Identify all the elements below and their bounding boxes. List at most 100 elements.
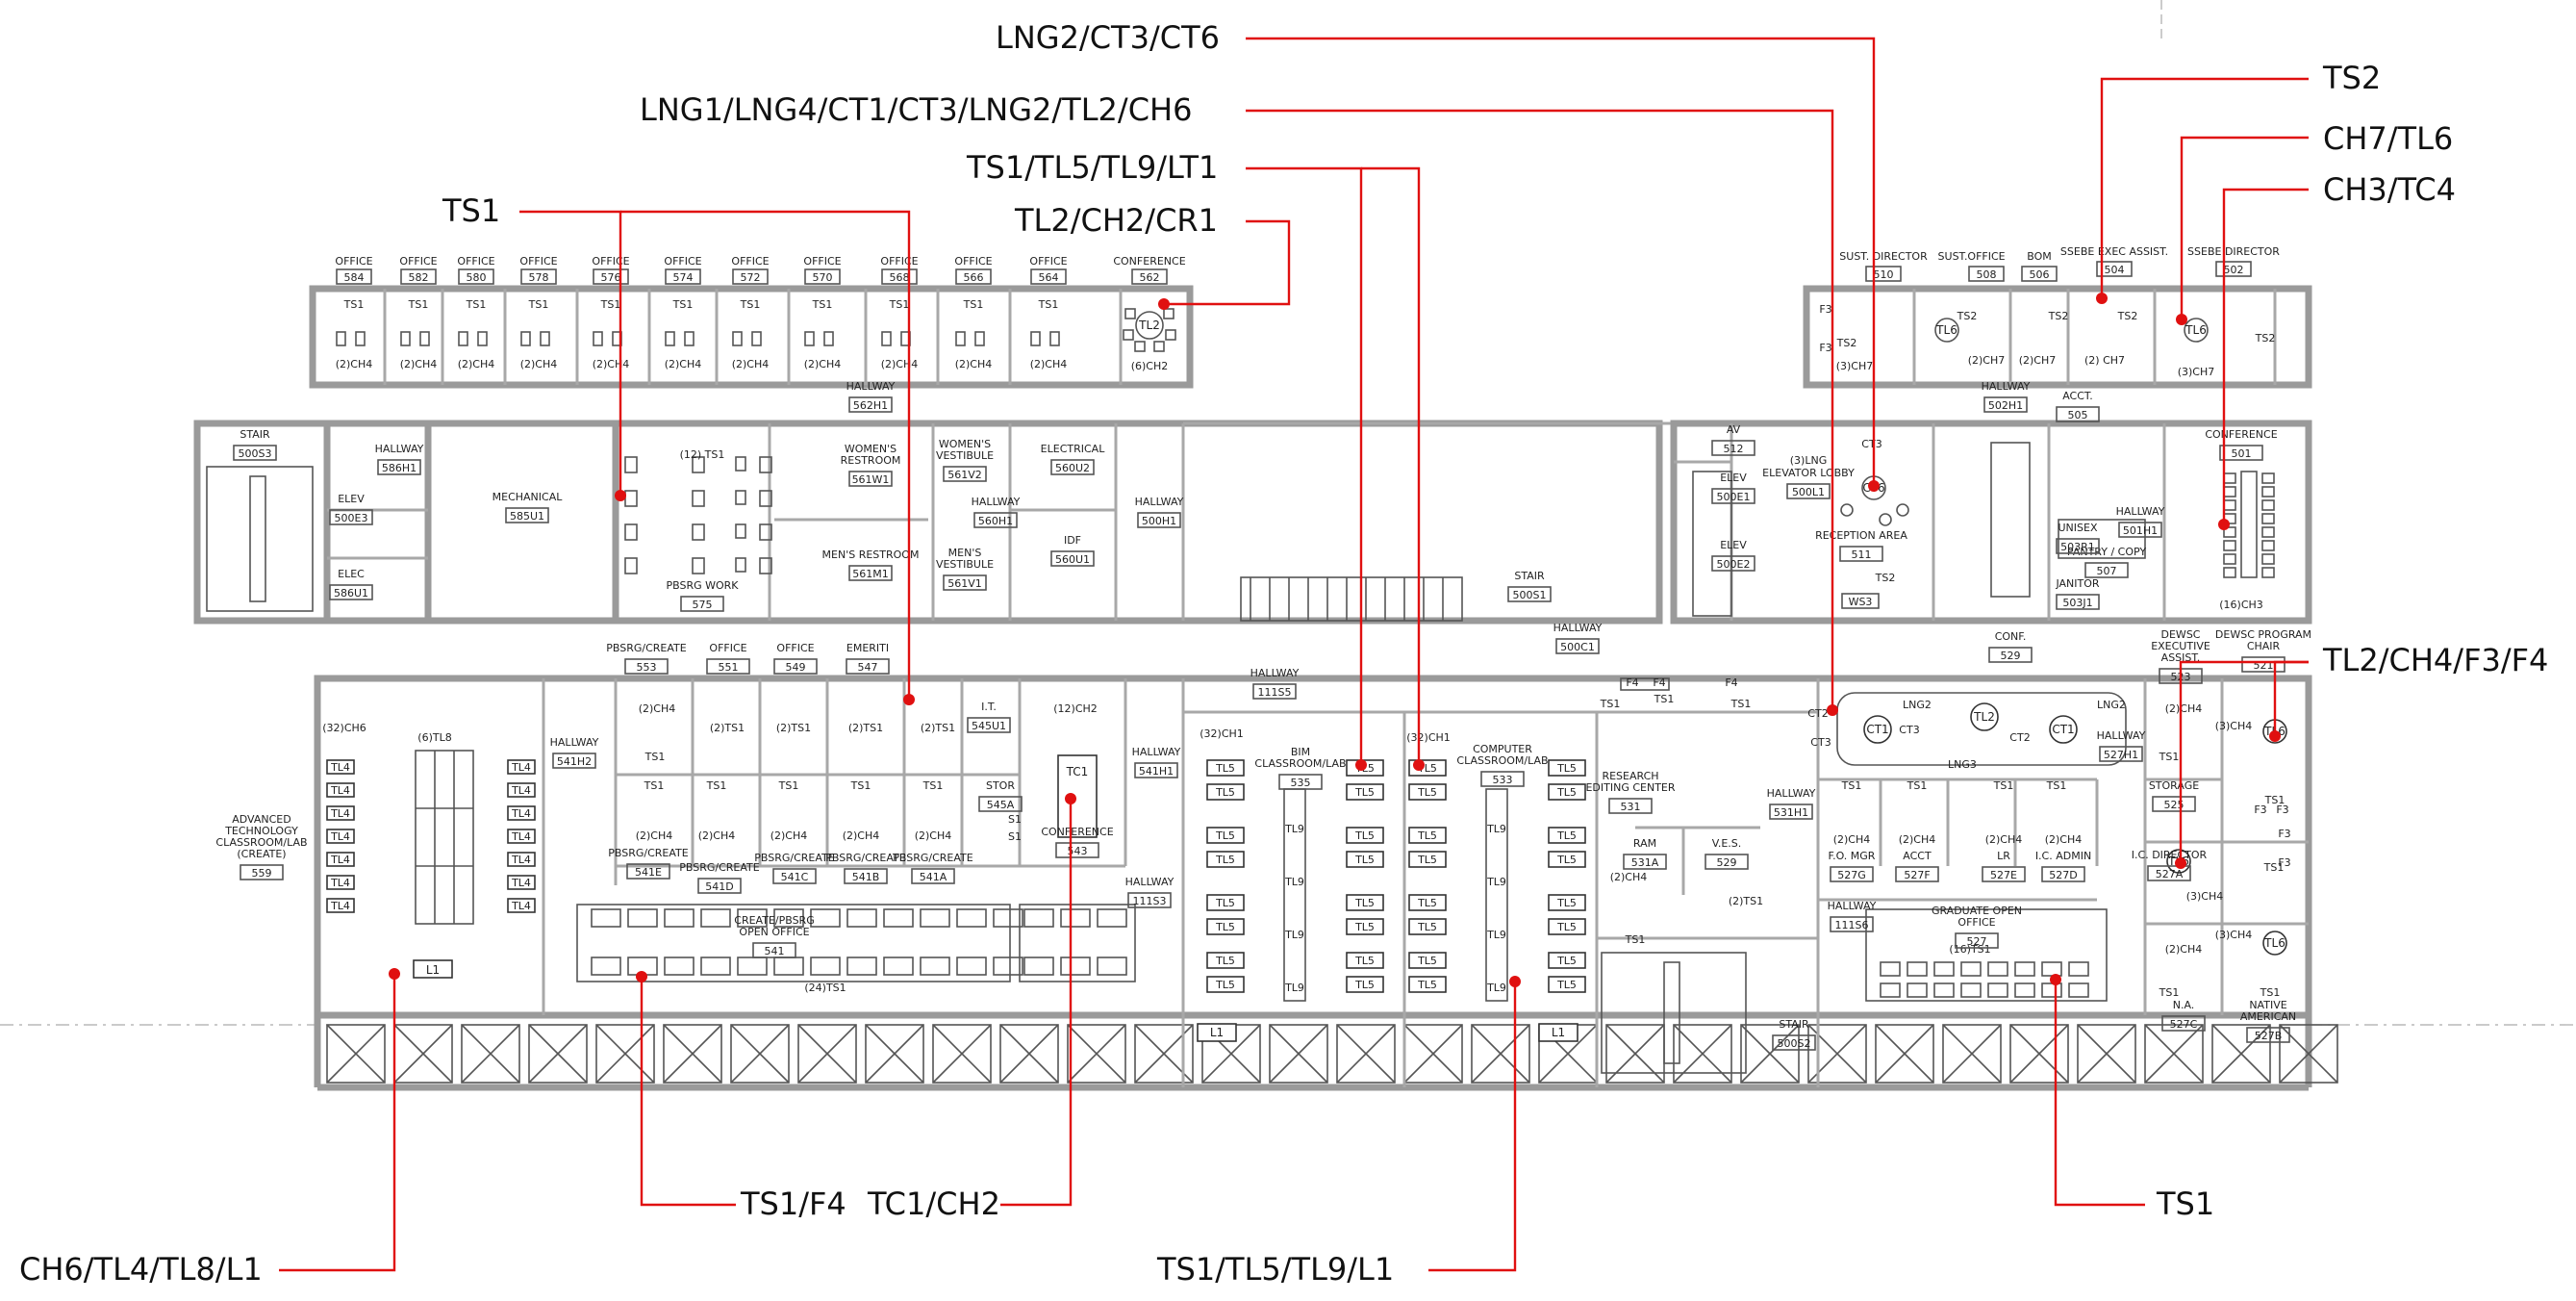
svg-text:(6)CH2: (6)CH2 bbox=[1131, 360, 1169, 372]
svg-text:(2)CH4: (2)CH4 bbox=[1985, 833, 2023, 846]
svg-text:(2) CH7: (2) CH7 bbox=[2084, 354, 2125, 367]
room-number: 545A bbox=[987, 799, 1015, 811]
svg-text:(2)TS1: (2)TS1 bbox=[1729, 895, 1763, 907]
right-office-strip: TL6 TL6 (3)CH7 (2)CH7 (2)CH7 (2) CH7 (3)… bbox=[1803, 285, 2312, 389]
office-number: 510 bbox=[1874, 268, 1894, 281]
room-name-label: CLASSROOM/LAB bbox=[215, 836, 307, 849]
svg-text:TL4: TL4 bbox=[330, 900, 350, 912]
svg-text:TL4: TL4 bbox=[511, 761, 531, 774]
svg-text:WS3: WS3 bbox=[1849, 596, 1873, 608]
svg-text:TL5: TL5 bbox=[1417, 829, 1437, 842]
svg-text:TL5: TL5 bbox=[1215, 897, 1235, 909]
svg-text:TS2: TS2 bbox=[1957, 310, 1978, 322]
svg-text:(2)CH4: (2)CH4 bbox=[2045, 833, 2083, 846]
svg-text:TL4: TL4 bbox=[511, 807, 531, 820]
office-name-label: OFFICE bbox=[592, 255, 629, 268]
svg-text:TL9: TL9 bbox=[1486, 982, 1506, 994]
svg-text:TL5: TL5 bbox=[1417, 786, 1437, 799]
svg-text:L1: L1 bbox=[1210, 1026, 1224, 1039]
room-name-label: DEWSC bbox=[2161, 628, 2201, 641]
svg-text:TL4: TL4 bbox=[330, 807, 350, 820]
svg-text:(16)CH3: (16)CH3 bbox=[2219, 599, 2263, 611]
room-name-label: CLASSROOM/LAB bbox=[1254, 757, 1346, 770]
room-name-label: HALLWAY bbox=[2097, 729, 2146, 742]
room-number: 535 bbox=[1291, 777, 1311, 789]
office-name-label: OFFICE bbox=[954, 255, 992, 268]
room-name-label: WOMEN'S bbox=[845, 443, 897, 455]
svg-text:LNG2: LNG2 bbox=[1903, 699, 1932, 711]
svg-text:TL4: TL4 bbox=[511, 830, 531, 843]
svg-text:TL5: TL5 bbox=[1215, 762, 1235, 775]
room-name-label: STAIR bbox=[240, 428, 270, 441]
svg-text:TL2: TL2 bbox=[1138, 319, 1160, 332]
svg-text:TL5: TL5 bbox=[1417, 854, 1437, 866]
svg-text:TL5: TL5 bbox=[1417, 921, 1437, 933]
svg-text:(3)CH7: (3)CH7 bbox=[1836, 360, 1874, 372]
room-name-label: N.A. bbox=[2173, 999, 2195, 1011]
room-number: 561V2 bbox=[947, 469, 982, 481]
svg-text:TL4: TL4 bbox=[511, 784, 531, 797]
office-number: 504 bbox=[2105, 264, 2125, 276]
svg-text:TL5: TL5 bbox=[1354, 786, 1375, 799]
svg-text:TL5: TL5 bbox=[1354, 829, 1375, 842]
room-name-label: STAIR bbox=[1779, 1018, 1809, 1031]
svg-text:TL9: TL9 bbox=[1486, 929, 1506, 941]
office-name-label: OFFICE bbox=[457, 255, 494, 268]
svg-text:TL5: TL5 bbox=[1556, 829, 1577, 842]
svg-text:CT2: CT2 bbox=[1807, 707, 1828, 720]
room-name-label: VESTIBULE bbox=[936, 558, 994, 571]
svg-text:TL5: TL5 bbox=[1354, 979, 1375, 991]
svg-text:TS2: TS2 bbox=[2255, 332, 2276, 344]
office-name-label: SSEBE EXEC ASSIST. bbox=[2060, 245, 2168, 258]
room-number: 531 bbox=[1621, 801, 1641, 813]
svg-text:F4: F4 bbox=[1725, 676, 1737, 689]
room-name-label: ELEV bbox=[1720, 539, 1747, 551]
svg-text:TS2: TS2 bbox=[2117, 310, 2138, 322]
svg-text:TS1: TS1 bbox=[922, 779, 944, 792]
room-number: 527B bbox=[2255, 1030, 2283, 1042]
svg-text:TS2: TS2 bbox=[1836, 337, 1857, 349]
svg-text:(16)TS1: (16)TS1 bbox=[1949, 943, 1990, 956]
room-name-label: HALLWAY bbox=[846, 380, 896, 393]
room-name-label: ASSIST. bbox=[2161, 651, 2201, 664]
ts-label: TS1 bbox=[1038, 298, 1059, 311]
room-number: 500S2 bbox=[1778, 1037, 1811, 1050]
office-name-label: BOM bbox=[2027, 250, 2052, 263]
svg-text:(12) TS1: (12) TS1 bbox=[680, 448, 725, 461]
svg-text:TS1: TS1 bbox=[706, 779, 727, 792]
room-number: 500E2 bbox=[1717, 558, 1751, 571]
room-number: 512 bbox=[1724, 443, 1744, 455]
room-number: 559 bbox=[252, 867, 272, 880]
ts-label: TS1 bbox=[740, 298, 761, 311]
room-number: 561M1 bbox=[852, 568, 889, 580]
room-number: 503R1 bbox=[2060, 541, 2095, 553]
room-number: 541D bbox=[705, 880, 733, 893]
svg-text:TS2: TS2 bbox=[2048, 310, 2069, 322]
room-name-label: CREATE/PBSRG bbox=[734, 914, 814, 927]
svg-text:TL5: TL5 bbox=[1556, 762, 1577, 775]
svg-text:(32)CH1: (32)CH1 bbox=[1406, 731, 1451, 744]
svg-text:(2)CH4: (2)CH4 bbox=[1899, 833, 1936, 846]
room-name-label: ACCT bbox=[1903, 850, 1932, 862]
svg-text:(32)CH6: (32)CH6 bbox=[322, 722, 366, 734]
office-number: 508 bbox=[1977, 268, 1997, 281]
ch-label: (2)CH4 bbox=[881, 358, 919, 370]
svg-text:(24)TS1: (24)TS1 bbox=[804, 982, 846, 994]
room-name-label: DEWSC PROGRAM bbox=[2215, 628, 2311, 641]
room-number: 545U1 bbox=[972, 720, 1006, 732]
room-name-label: I.T. bbox=[981, 701, 997, 713]
svg-text:TL5: TL5 bbox=[1556, 854, 1577, 866]
svg-text:LNG3: LNG3 bbox=[1948, 758, 1977, 771]
room-name-label: MEN'S RESTROOM bbox=[822, 548, 920, 561]
office-number: 566 bbox=[964, 271, 984, 284]
svg-text:TS1: TS1 bbox=[850, 779, 871, 792]
svg-text:TS1: TS1 bbox=[644, 751, 666, 763]
svg-text:(2)CH7: (2)CH7 bbox=[1968, 354, 2006, 367]
room-name-label: RESTROOM bbox=[841, 454, 901, 467]
room-name-label: JANITOR bbox=[2055, 577, 2099, 590]
room-name-label: HALLWAY bbox=[1767, 787, 1816, 800]
top-office-strip: OFFICE584TS1(2)CH4OFFICE582TS1(2)CH4OFFI… bbox=[309, 255, 1194, 389]
callout-label-tl2ch2cr1: TL2/CH2/CR1 bbox=[1014, 202, 1218, 239]
room-name-label: HALLWAY bbox=[550, 736, 599, 749]
